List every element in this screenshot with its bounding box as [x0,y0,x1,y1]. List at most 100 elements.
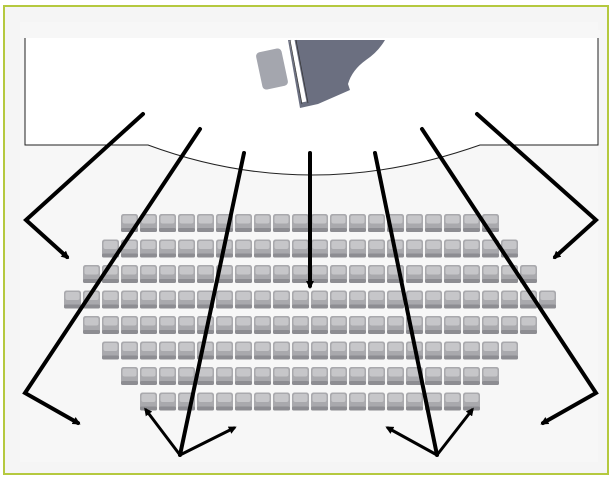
seat-icon [311,214,328,232]
seat-icon [159,265,176,283]
seat-icon [235,392,252,411]
seat-icon [330,316,347,334]
seat-icon [197,290,214,309]
piano-keys [289,39,309,105]
arrow-right-center-line [373,151,439,457]
seat-icon [197,367,214,385]
seat-icon [387,367,404,385]
seat-icon [83,316,100,334]
seat-icon [444,265,461,283]
seat-icon [482,239,499,258]
seat-icon [425,290,442,309]
seat-icon [463,265,480,283]
seat-icon [216,290,233,309]
seat-icon [292,341,309,360]
seat-icon [330,265,347,283]
arrow-right-back-reflection [420,127,599,425]
seat-icon [520,265,537,283]
arrow-left-rear-a [144,407,182,457]
seat-icon [425,341,442,360]
seat-icon [330,214,347,232]
seat-icon [539,290,556,309]
seat-icon [273,214,290,232]
seat-icon [482,341,499,360]
seat-icon [368,341,385,360]
seat-icon [140,265,157,283]
seat-icon [235,341,252,360]
seat-icon [444,367,461,385]
seat-icon [330,239,347,258]
seat-icon [463,316,480,334]
seat-icon [444,316,461,334]
seat-icon [330,290,347,309]
seat-icon [159,316,176,334]
seat-icon [311,265,328,283]
seat-icon [273,290,290,309]
seat-icon [292,214,309,232]
seat-icon [444,239,461,258]
seat-icon [292,239,309,258]
seat-icon [140,214,157,232]
seat-icon [425,214,442,232]
seat-icon [482,316,499,334]
arrow-left-back-reflection [22,127,202,425]
seat-icon [254,367,271,385]
seat-icon [159,214,176,232]
seat-icon [159,367,176,385]
seat-icon [387,341,404,360]
arrow-left-center-line [178,151,246,457]
seat-icon [501,341,518,360]
seat-icon [463,214,480,232]
seat-icon [254,214,271,232]
stage-outline [24,36,599,176]
seat-icon [197,265,214,283]
seat-icon [425,367,442,385]
seat-icon [292,316,309,334]
seat-icon [216,367,233,385]
seat-icon [368,392,385,411]
seat-icon [64,290,81,309]
seat-icon [254,239,271,258]
seat-icon [121,316,138,334]
grand-piano-icon [288,39,385,108]
seat-icon [159,341,176,360]
seat-icon [501,290,518,309]
seat-icon [292,392,309,411]
seat-icon [140,239,157,258]
seat-icon [330,392,347,411]
seat-icon [178,290,195,309]
seat-icon [254,341,271,360]
arrow-right-rear-a [385,426,439,457]
seat-icon [292,290,309,309]
seat-icon [254,392,271,411]
seat-icon [235,214,252,232]
seat-icon [444,341,461,360]
seat-icon [425,239,442,258]
seat-icon [387,316,404,334]
seat-icon [292,367,309,385]
seat-icon [216,392,233,411]
seat-icon [311,367,328,385]
seat-icon [235,239,252,258]
seat-icon [482,367,499,385]
seat-icon [273,341,290,360]
seat-icon [235,316,252,334]
seat-icon [349,290,366,309]
seat-icon [311,316,328,334]
seat-icon [273,239,290,258]
seat-icon [140,316,157,334]
arrow-right-rear-b [435,407,474,457]
seat-icon [368,290,385,309]
seat-icon [159,239,176,258]
seat-icon [121,341,138,360]
seat-icon [140,367,157,385]
seat-icon [254,290,271,309]
seat-icon [273,316,290,334]
seat-icon [349,239,366,258]
seat-icon [425,265,442,283]
seat-icon [311,341,328,360]
seat-icon [197,392,214,411]
seat-icon [463,290,480,309]
seat-icon [349,316,366,334]
